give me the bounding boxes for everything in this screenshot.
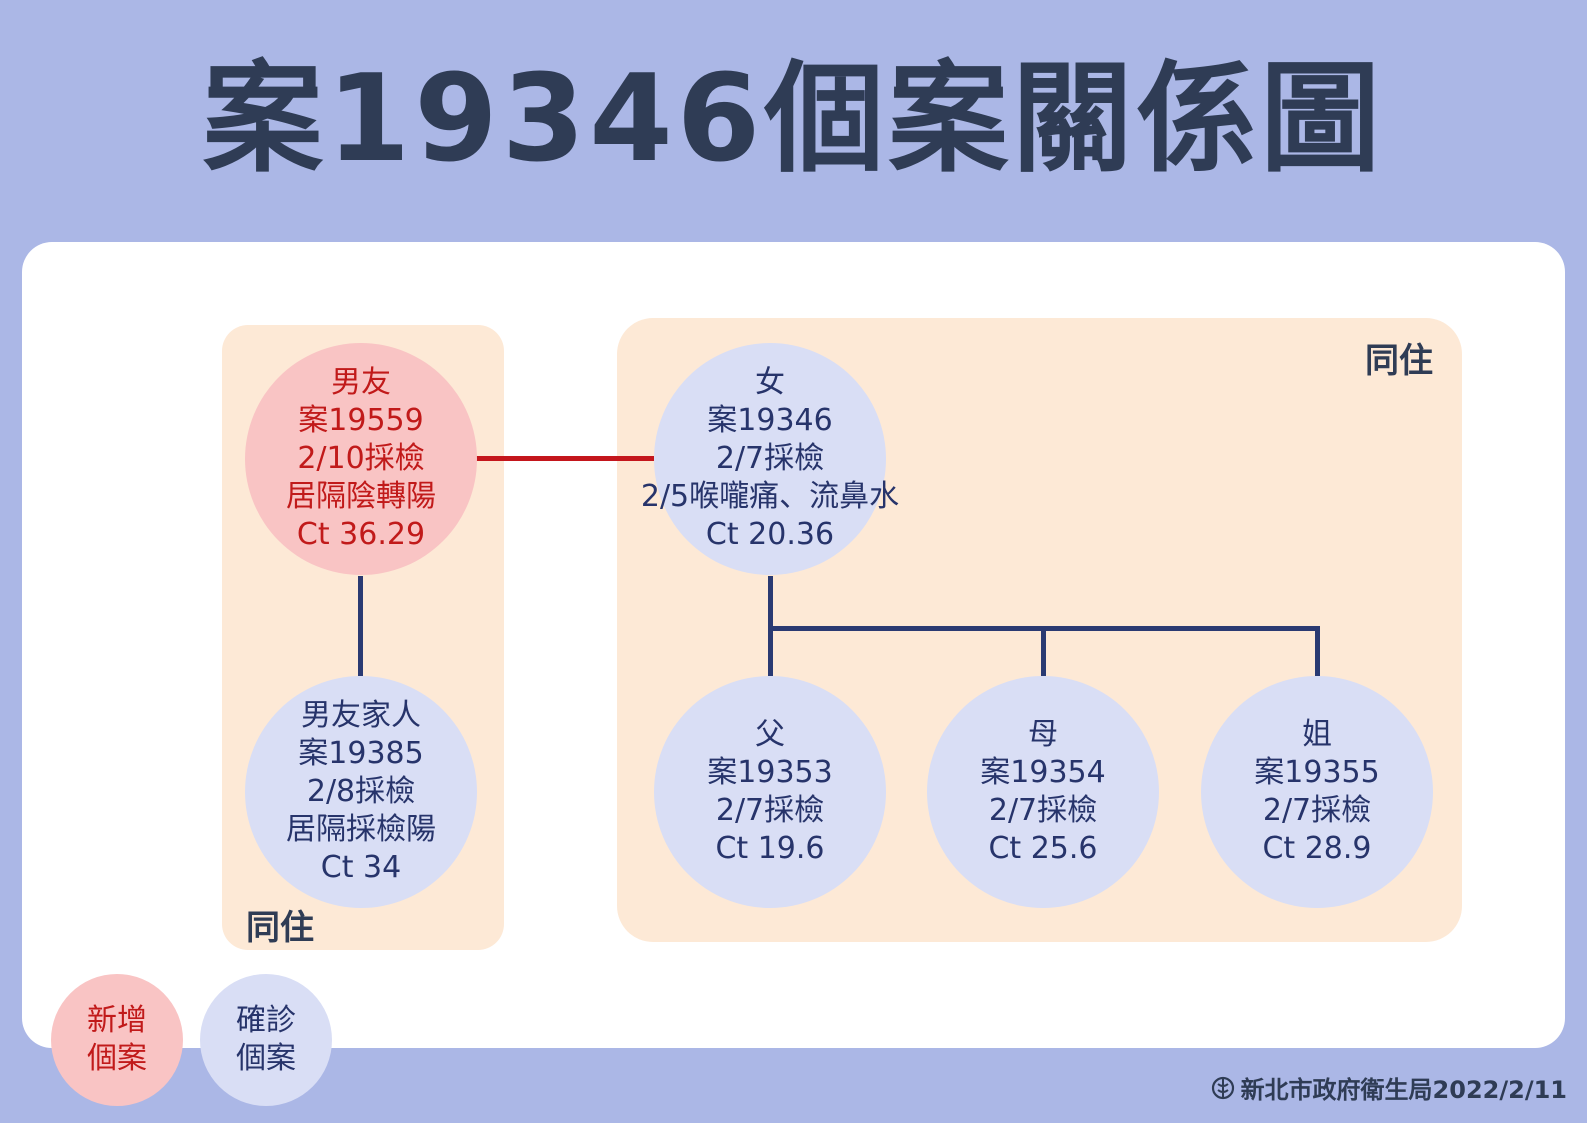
node-line: Ct 34 (320, 850, 402, 885)
group-label-right: 同住 (1365, 341, 1433, 381)
case-node-boyfriend: 男友 案19559 2/10採檢 居隔陰轉陽 Ct 36.29 (245, 343, 477, 575)
node-line: 男友家人 (301, 698, 421, 733)
node-line: 2/7採檢 (715, 441, 825, 476)
node-line: 父 (755, 717, 785, 752)
node-line: 女 (755, 365, 785, 400)
node-line: 2/8採檢 (306, 774, 416, 809)
case-node-boyfriend-family: 男友家人 案19385 2/8採檢 居隔採檢陽 Ct 34 (245, 676, 477, 908)
legend-line: 新增 (87, 1003, 147, 1038)
case-node-father: 父 案19353 2/7採檢 Ct 19.6 (654, 676, 886, 908)
footer-text: 新北市政府衛生局2022/2/11 (1240, 1076, 1567, 1104)
node-line: 2/7採檢 (1262, 793, 1372, 828)
legend-line: 個案 (236, 1041, 296, 1076)
health-bureau-logo-icon (1211, 1076, 1234, 1099)
node-line: Ct 28.9 (1262, 831, 1372, 866)
node-line: 2/5喉嚨痛、流鼻水 (640, 479, 900, 514)
case-node-female: 女 案19346 2/7採檢 2/5喉嚨痛、流鼻水 Ct 20.36 (641, 343, 899, 575)
node-line: 姐 (1302, 717, 1332, 752)
node-line: 案19559 (298, 403, 424, 438)
node-line: 居隔陰轉陽 (286, 479, 436, 514)
link-boyfriend-female (476, 456, 654, 461)
node-line: Ct 25.6 (988, 831, 1098, 866)
legend-new-case: 新增 個案 (51, 974, 183, 1106)
node-line: 2/7採檢 (988, 793, 1098, 828)
node-line: Ct 20.36 (705, 517, 835, 552)
node-line: 2/10採檢 (297, 441, 425, 476)
footer: 新北市政府衛生局2022/2/11 (1211, 1070, 1567, 1105)
page-title: 案19346個案關係圖 (202, 50, 1385, 189)
legend-confirmed-case: 確診 個案 (200, 974, 332, 1106)
case-node-mother: 母 案19354 2/7採檢 Ct 25.6 (927, 676, 1159, 908)
legend-line: 確診 (236, 1003, 296, 1038)
node-line: 案19353 (707, 755, 833, 790)
case-node-sister: 姐 案19355 2/7採檢 Ct 28.9 (1201, 676, 1433, 908)
link-sister (1315, 626, 1320, 676)
node-line: 居隔採檢陽 (286, 812, 436, 847)
node-line: 母 (1028, 717, 1058, 752)
group-label-left: 同住 (246, 908, 314, 948)
node-line: Ct 36.29 (296, 517, 426, 552)
node-line: 案19346 (707, 403, 833, 438)
node-line: 男友 (331, 365, 391, 400)
node-line: 2/7採檢 (715, 793, 825, 828)
node-line: 案19385 (298, 736, 424, 771)
node-line: 案19355 (1254, 755, 1380, 790)
node-line: Ct 19.6 (715, 831, 825, 866)
link-boyfriend-family (358, 576, 363, 676)
legend-line: 個案 (87, 1041, 147, 1076)
node-line: 案19354 (980, 755, 1106, 790)
link-mother (1041, 626, 1046, 676)
